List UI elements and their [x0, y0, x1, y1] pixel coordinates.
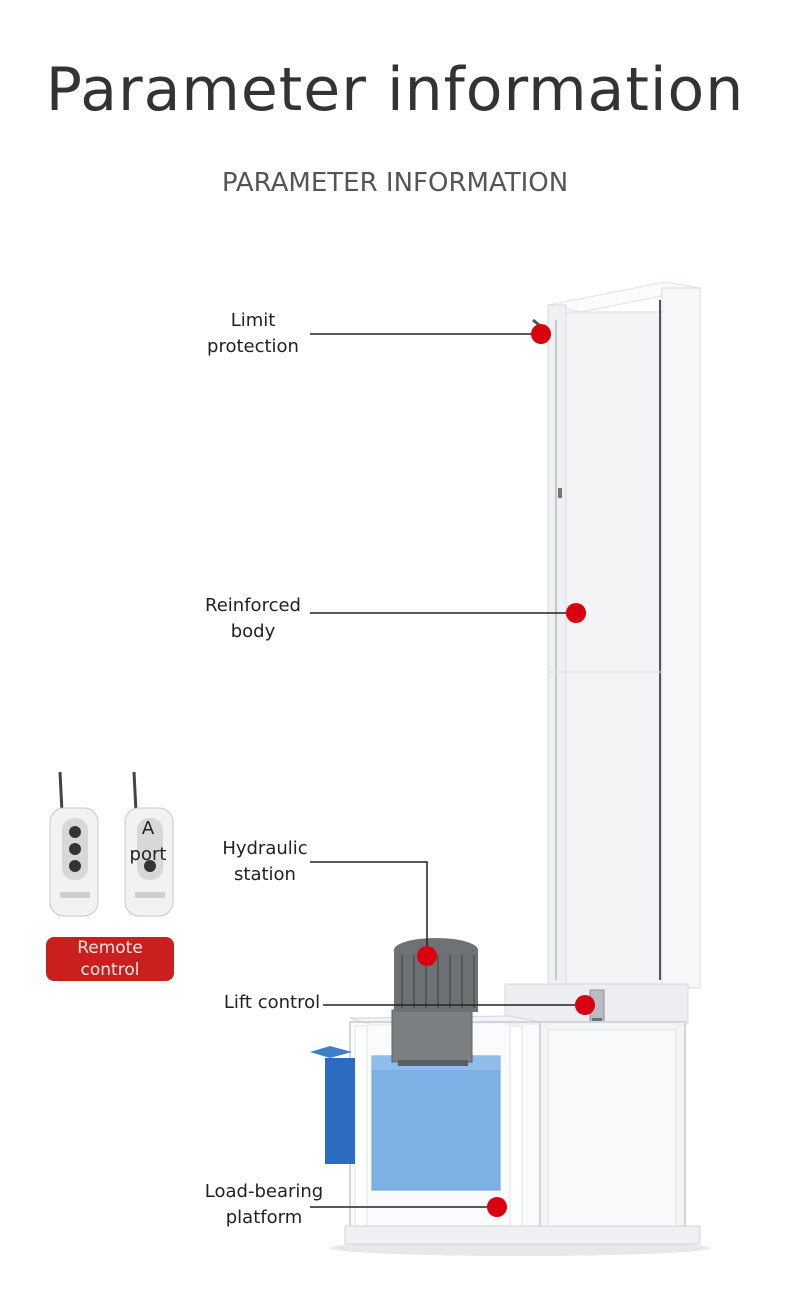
marker-body — [566, 603, 586, 623]
page-subtitle: PARAMETER INFORMATION — [221, 168, 569, 198]
remote-control-right — [124, 771, 174, 917]
hydraulic-tank — [310, 1046, 501, 1191]
callout-limit-protection: Limit protection — [207, 310, 299, 357]
marker-hydraulic — [417, 946, 437, 966]
callout-hydraulic-station: Hydraulic station — [222, 838, 308, 885]
callout-load-bearing-platform: Load-bearing platform — [204, 1181, 324, 1228]
marker-platform — [487, 1197, 507, 1217]
hydraulic-motor — [391, 938, 478, 1066]
remote-control-left — [49, 771, 99, 917]
callout-reinforced-body: Reinforced body — [205, 595, 301, 642]
lift-column — [547, 281, 701, 989]
remote-control-badge: Remote control — [46, 937, 174, 981]
callout-lift-control: Lift control — [223, 992, 321, 1013]
marker-limit — [531, 324, 551, 344]
remote-overlay-label: A port — [129, 818, 167, 865]
marker-lift-control — [575, 995, 595, 1015]
leader-hydraulic — [310, 861, 428, 955]
page-title: Parameter information — [45, 55, 745, 125]
